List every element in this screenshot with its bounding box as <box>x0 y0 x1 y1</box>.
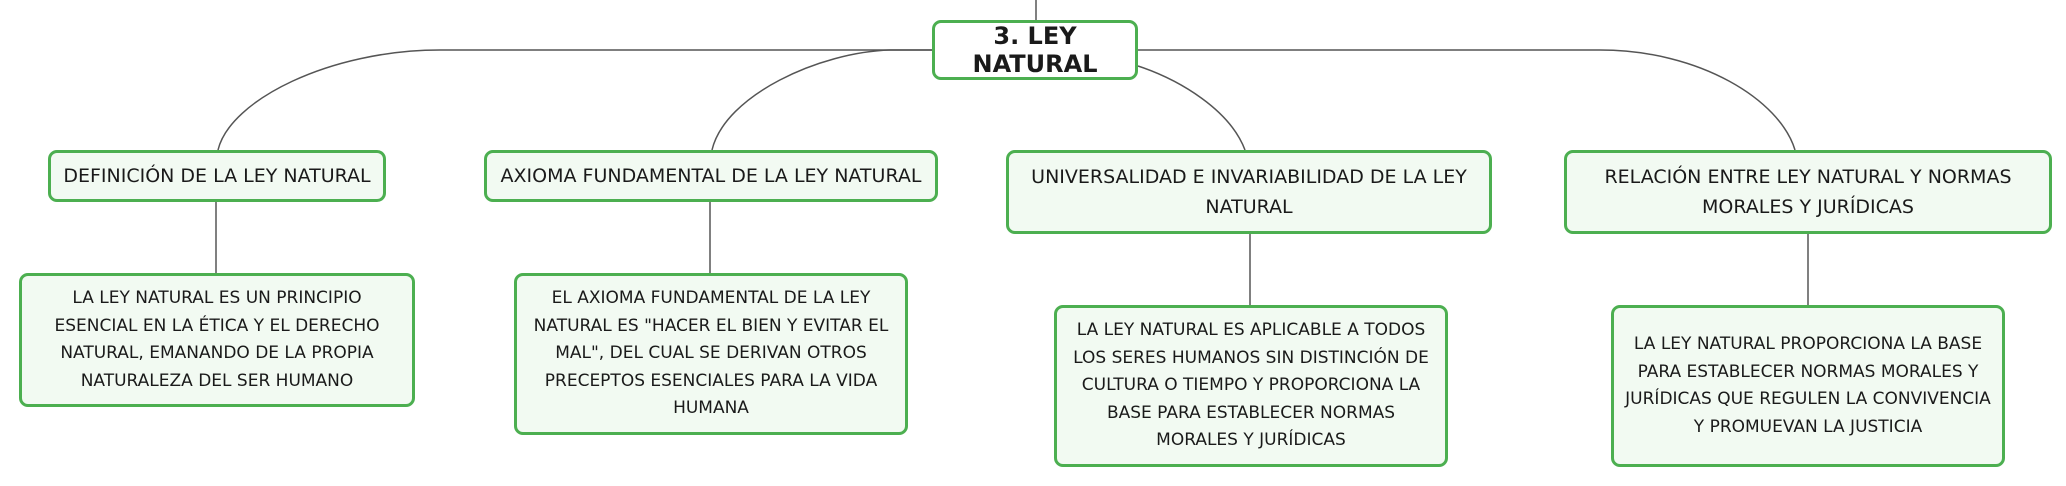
root-node-label: 3. LEY NATURAL <box>972 22 1098 78</box>
detail-node-text: LA LEY NATURAL ES UN PRINCIPIO ESENCIAL … <box>54 288 380 391</box>
connector-root-topic-4 <box>1138 49 1796 151</box>
connector-root-topic-2 <box>711 49 932 151</box>
topic-node-universalidad[interactable]: UNIVERSALIDAD E INVARIABILIDAD DE LA LEY… <box>1006 150 1492 234</box>
topic-node-label: RELACIÓN ENTRE LEY NATURAL Y NORMAS MORA… <box>1604 166 2012 218</box>
connector-root-topic-3 <box>1137 65 1246 151</box>
detail-node-text: LA LEY NATURAL ES APLICABLE A TODOS LOS … <box>1073 320 1429 451</box>
detail-node-relacion[interactable]: LA LEY NATURAL PROPORCIONA LA BASE PARA … <box>1611 305 2005 467</box>
detail-node-text: LA LEY NATURAL PROPORCIONA LA BASE PARA … <box>1625 334 1991 437</box>
topic-node-axioma[interactable]: AXIOMA FUNDAMENTAL DE LA LEY NATURAL <box>484 150 938 202</box>
root-node[interactable]: 3. LEY NATURAL <box>932 20 1138 80</box>
topic-node-definicion[interactable]: DEFINICIÓN DE LA LEY NATURAL <box>48 150 386 202</box>
topic-node-label: AXIOMA FUNDAMENTAL DE LA LEY NATURAL <box>500 165 922 187</box>
connector-root-topic-1 <box>217 49 932 151</box>
detail-node-axioma[interactable]: EL AXIOMA FUNDAMENTAL DE LA LEY NATURAL … <box>514 273 908 435</box>
topic-node-relacion[interactable]: RELACIÓN ENTRE LEY NATURAL Y NORMAS MORA… <box>1564 150 2052 234</box>
topic-node-label: DEFINICIÓN DE LA LEY NATURAL <box>63 165 371 187</box>
topic-node-label: UNIVERSALIDAD E INVARIABILIDAD DE LA LEY… <box>1031 166 1467 218</box>
detail-node-definicion[interactable]: LA LEY NATURAL ES UN PRINCIPIO ESENCIAL … <box>19 273 415 407</box>
detail-node-universalidad[interactable]: LA LEY NATURAL ES APLICABLE A TODOS LOS … <box>1054 305 1448 467</box>
detail-node-text: EL AXIOMA FUNDAMENTAL DE LA LEY NATURAL … <box>533 288 889 419</box>
